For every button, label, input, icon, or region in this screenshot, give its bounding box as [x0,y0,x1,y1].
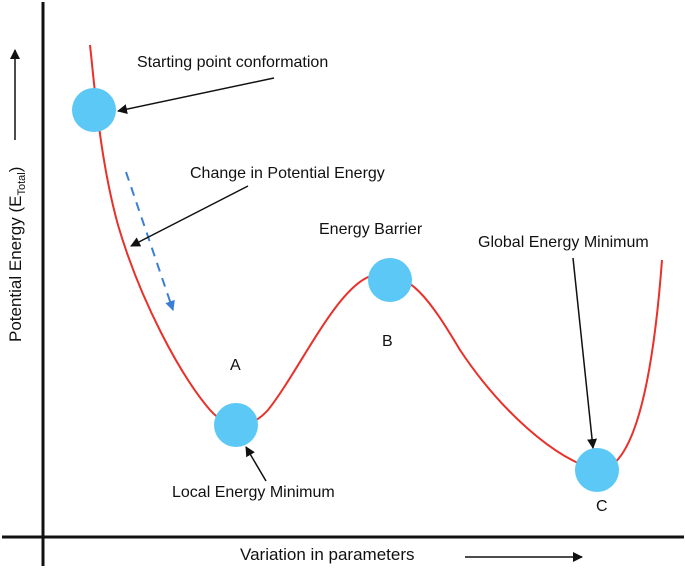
label-starting-point: Starting point conformation [137,54,328,71]
y-axis-label: Potential Energy (ETotal) [6,167,28,342]
label-global-energy-minimum: Global Energy Minimum [478,234,649,251]
energy-change-dashed-arrow [125,171,175,311]
arrow-starting-point [117,77,275,115]
arrow-local-energy-minimum [245,446,267,482]
point-label-a: A [230,357,241,374]
ball-global-minimum [575,448,619,492]
x-axis-label: Variation in parameters [240,545,415,564]
point-label-c: C [596,498,608,515]
ball-starting-point [72,88,116,132]
label-energy-barrier: Energy Barrier [319,221,423,238]
arrow-change-potential-energy [130,185,249,247]
ball-energy-barrier [368,258,412,302]
energy-curve [89,44,663,472]
point-label-b: B [382,333,393,350]
label-change-potential-energy: Change in Potential Energy [190,165,385,182]
label-local-energy-minimum: Local Energy Minimum [172,484,335,501]
ball-local-minimum [214,403,258,447]
arrow-global-energy-minimum [572,257,598,449]
